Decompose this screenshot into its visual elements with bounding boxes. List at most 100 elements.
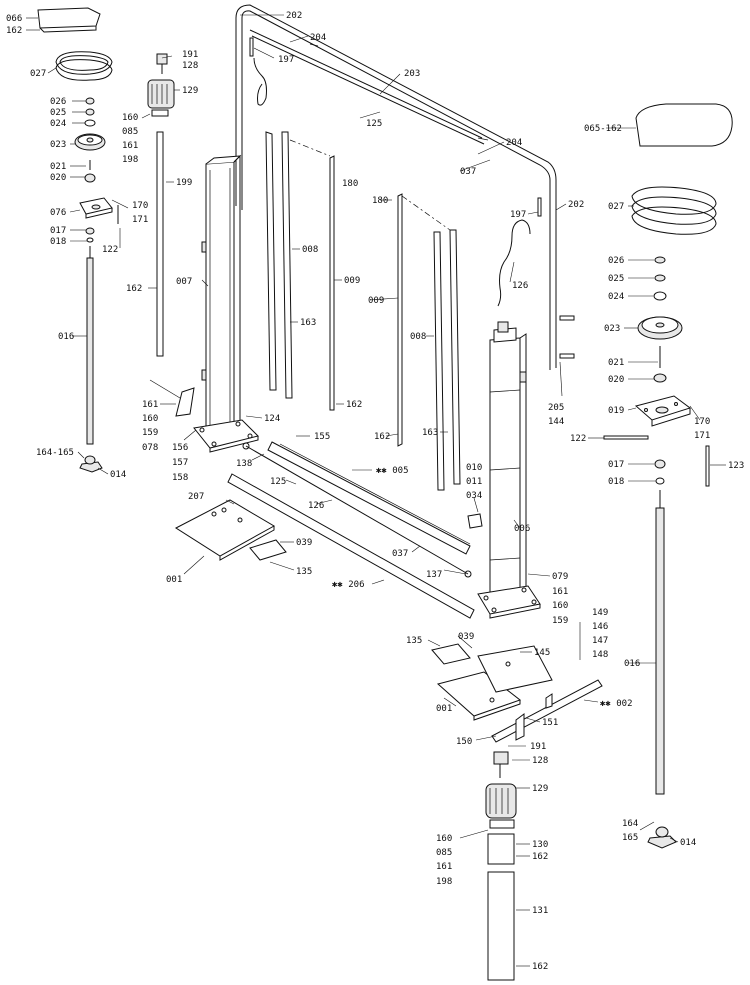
part-label: 161 <box>552 587 568 597</box>
part-label: 129 <box>532 784 548 794</box>
part-label: 026 <box>608 256 624 266</box>
part-label: 162 <box>346 400 362 410</box>
part-label: 145 <box>534 648 550 658</box>
part-label: 131 <box>532 906 548 916</box>
part-label: 027 <box>608 202 624 212</box>
part-label: 125 <box>366 119 382 129</box>
part-label: 018 <box>50 237 66 247</box>
part-label: ✱✱ 206 <box>332 580 365 590</box>
part-label: 198 <box>122 155 138 165</box>
part-label: 138 <box>236 459 252 469</box>
part-label: 157 <box>172 458 188 468</box>
column-left <box>201 154 242 441</box>
part-label: 130 <box>532 840 548 850</box>
base-plate-right <box>477 585 541 619</box>
part-label: 165 <box>622 833 638 843</box>
part-label: 198 <box>436 877 452 887</box>
part-label: 024 <box>50 119 66 129</box>
part-label: 202 <box>286 11 302 21</box>
part-label: 009 <box>344 276 360 286</box>
cover-tube-left <box>156 131 164 357</box>
part-label: 197 <box>278 55 294 65</box>
part-label: 155 <box>314 432 330 442</box>
part-label: 037 <box>392 549 408 559</box>
pulley-left <box>74 133 106 151</box>
part-label: 170 <box>694 417 710 427</box>
bolts-right <box>603 435 710 487</box>
part-label: 023 <box>604 324 620 334</box>
part-label: 137 <box>426 570 442 580</box>
part-label: 020 <box>608 375 624 385</box>
bracket-left <box>79 197 119 224</box>
part-label: 163 <box>300 318 316 328</box>
part-label: 039 <box>458 632 474 642</box>
part-label: 125 <box>270 477 286 487</box>
part-label: 180 <box>342 179 358 189</box>
part-label: 171 <box>132 215 148 225</box>
part-label: 066 <box>6 14 22 24</box>
part-label: 151 <box>542 718 558 728</box>
part-label: 161 <box>142 400 158 410</box>
part-label: 078 <box>142 443 158 453</box>
part-label: 126 <box>512 281 528 291</box>
part-label: 150 <box>456 737 472 747</box>
part-label: 001 <box>436 704 452 714</box>
part-label: 008 <box>302 245 318 255</box>
lift-arm-plate-right <box>431 643 553 721</box>
base-bearing-right <box>647 826 677 849</box>
part-label: 039 <box>296 538 312 548</box>
part-label: 204 <box>310 33 326 43</box>
part-label: 164-165 <box>36 448 74 458</box>
column-right <box>489 321 527 595</box>
hub-right <box>653 346 667 383</box>
part-label: 085 <box>122 127 138 137</box>
hub-left <box>84 160 96 183</box>
part-label: 027 <box>30 69 46 79</box>
part-label: 008 <box>410 332 426 342</box>
part-label: 156 <box>172 443 188 453</box>
part-label: 161 <box>122 141 138 151</box>
part-label: 010 <box>466 463 482 473</box>
part-label: 016 <box>58 332 74 342</box>
part-label: 020 <box>50 173 66 183</box>
part-label: 034 <box>466 491 482 501</box>
part-label: 202 <box>568 200 584 210</box>
part-label: 016 <box>624 659 640 669</box>
part-label: 023 <box>50 140 66 150</box>
part-label: 025 <box>608 274 624 284</box>
lead-screw-right <box>655 490 665 795</box>
belts-right <box>631 186 717 235</box>
part-label: 025 <box>50 108 66 118</box>
part-label: ✱✱ 005 <box>376 466 409 476</box>
part-label: 147 <box>592 636 608 646</box>
part-label: 019 <box>608 406 624 416</box>
part-label: 006 <box>514 524 530 534</box>
part-label: 199 <box>176 178 192 188</box>
rails-left <box>265 131 335 411</box>
part-label: 122 <box>570 434 586 444</box>
part-label: 146 <box>592 622 608 632</box>
bearings-right <box>654 459 666 485</box>
part-label: 144 <box>548 417 564 427</box>
part-label: 162 <box>374 432 390 442</box>
part-label: 128 <box>532 756 548 766</box>
floor-bar <box>227 473 475 619</box>
part-label: 203 <box>404 69 420 79</box>
part-label: 079 <box>552 572 568 582</box>
part-label: 021 <box>608 358 624 368</box>
part-label: 160 <box>436 834 452 844</box>
motor-bottom <box>485 751 517 829</box>
lead-screw-left <box>86 246 94 445</box>
part-label: 128 <box>182 61 198 71</box>
part-label: 018 <box>608 477 624 487</box>
part-label: 160 <box>142 414 158 424</box>
leader-lines <box>26 14 726 967</box>
part-label: 129 <box>182 86 198 96</box>
lift-arm-plate-left <box>174 499 287 561</box>
part-label: 171 <box>694 431 710 441</box>
part-label: 191 <box>182 50 198 60</box>
part-label: 180 <box>372 196 388 206</box>
part-label: 163 <box>422 428 438 438</box>
